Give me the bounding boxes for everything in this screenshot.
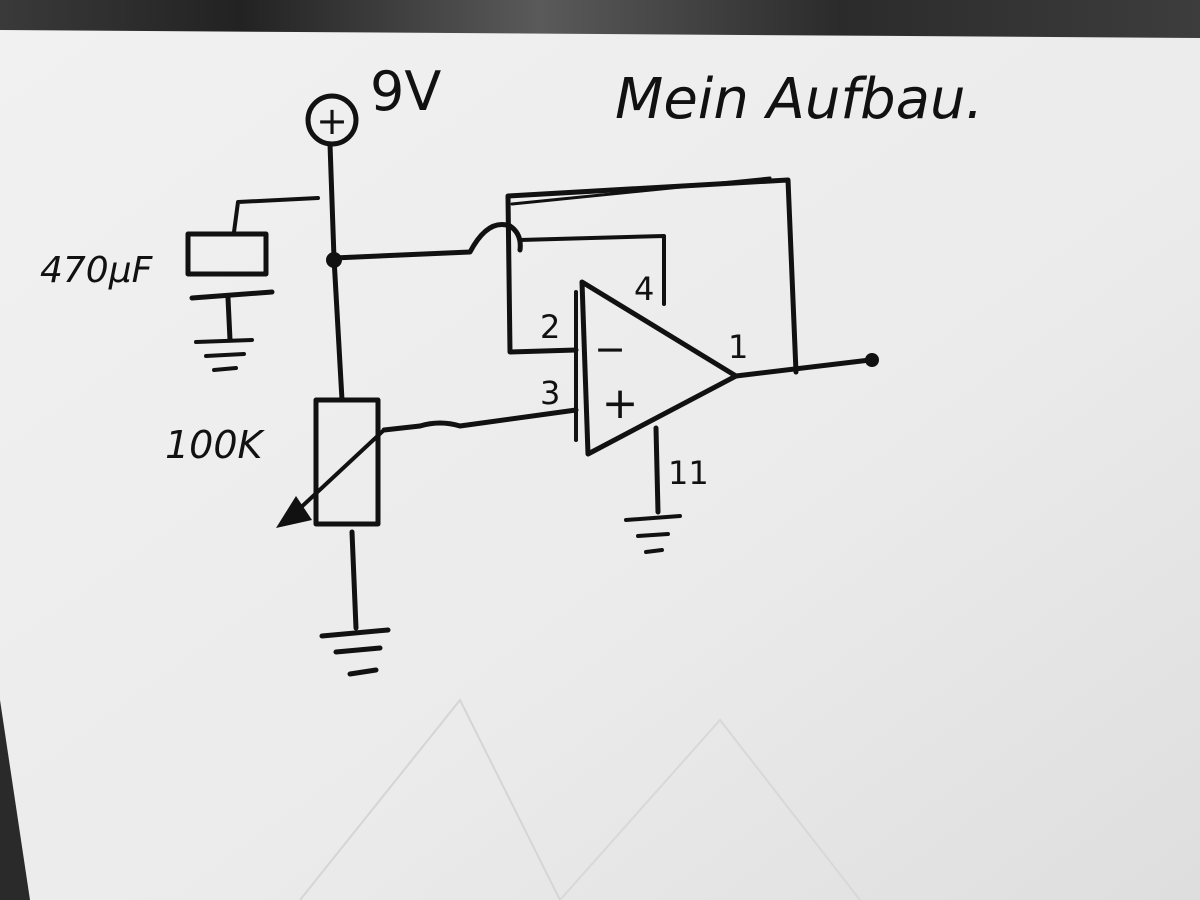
potentiometer-label: 100K: [165, 423, 266, 467]
capacitor-plate: [189, 289, 275, 301]
opamp-ground-wire: [653, 425, 661, 515]
pin-label-noninverting: 3: [540, 374, 560, 412]
pin-label-output: 1: [728, 328, 748, 366]
capacitor-body: [185, 231, 269, 277]
output-terminal: [865, 353, 879, 367]
paper: [0, 30, 1200, 900]
opamp-ground-icon: [624, 514, 682, 554]
wiper-to-pin3-wire: [381, 407, 579, 433]
capacitor: 470µF: [40, 196, 320, 343]
potentiometer-ground-icon: [319, 627, 391, 677]
opamp-minus-sign: −: [594, 327, 626, 371]
supply-terminal: + 9V: [305, 60, 441, 147]
paper-fold: [299, 698, 561, 900]
feedback-wire-stroke: [510, 176, 772, 206]
opamp-plus-sign: +: [602, 378, 639, 429]
potentiometer-body: [313, 397, 381, 527]
opamp: − + 2 3 4 1 11: [540, 270, 748, 492]
opamp-body: [579, 279, 739, 457]
potentiometer-ground-wire: [349, 529, 359, 631]
supply-voltage-label: 9V: [370, 60, 441, 123]
supply-plus-symbol: +: [316, 99, 348, 143]
diagram-title: Mein Aufbau.: [615, 67, 983, 132]
paper-fold: [559, 718, 861, 900]
capacitor-label: 470µF: [40, 250, 154, 291]
output-wire: [733, 357, 873, 379]
pin-label-power: 4: [634, 270, 654, 308]
pin-label-inverting: 2: [540, 308, 560, 346]
feedback-wire: [505, 177, 799, 375]
wiper-arrowhead-icon: [276, 496, 312, 528]
capacitor-ground-icon: [194, 338, 254, 372]
potentiometer-wiper-arrow: [294, 428, 386, 514]
capacitor-wire: [232, 196, 320, 234]
capacitor-lead: [225, 295, 233, 343]
potentiometer: 100K: [165, 397, 386, 631]
pin4-power-wire: [518, 234, 666, 306]
pin-label-ground: 11: [668, 454, 709, 492]
